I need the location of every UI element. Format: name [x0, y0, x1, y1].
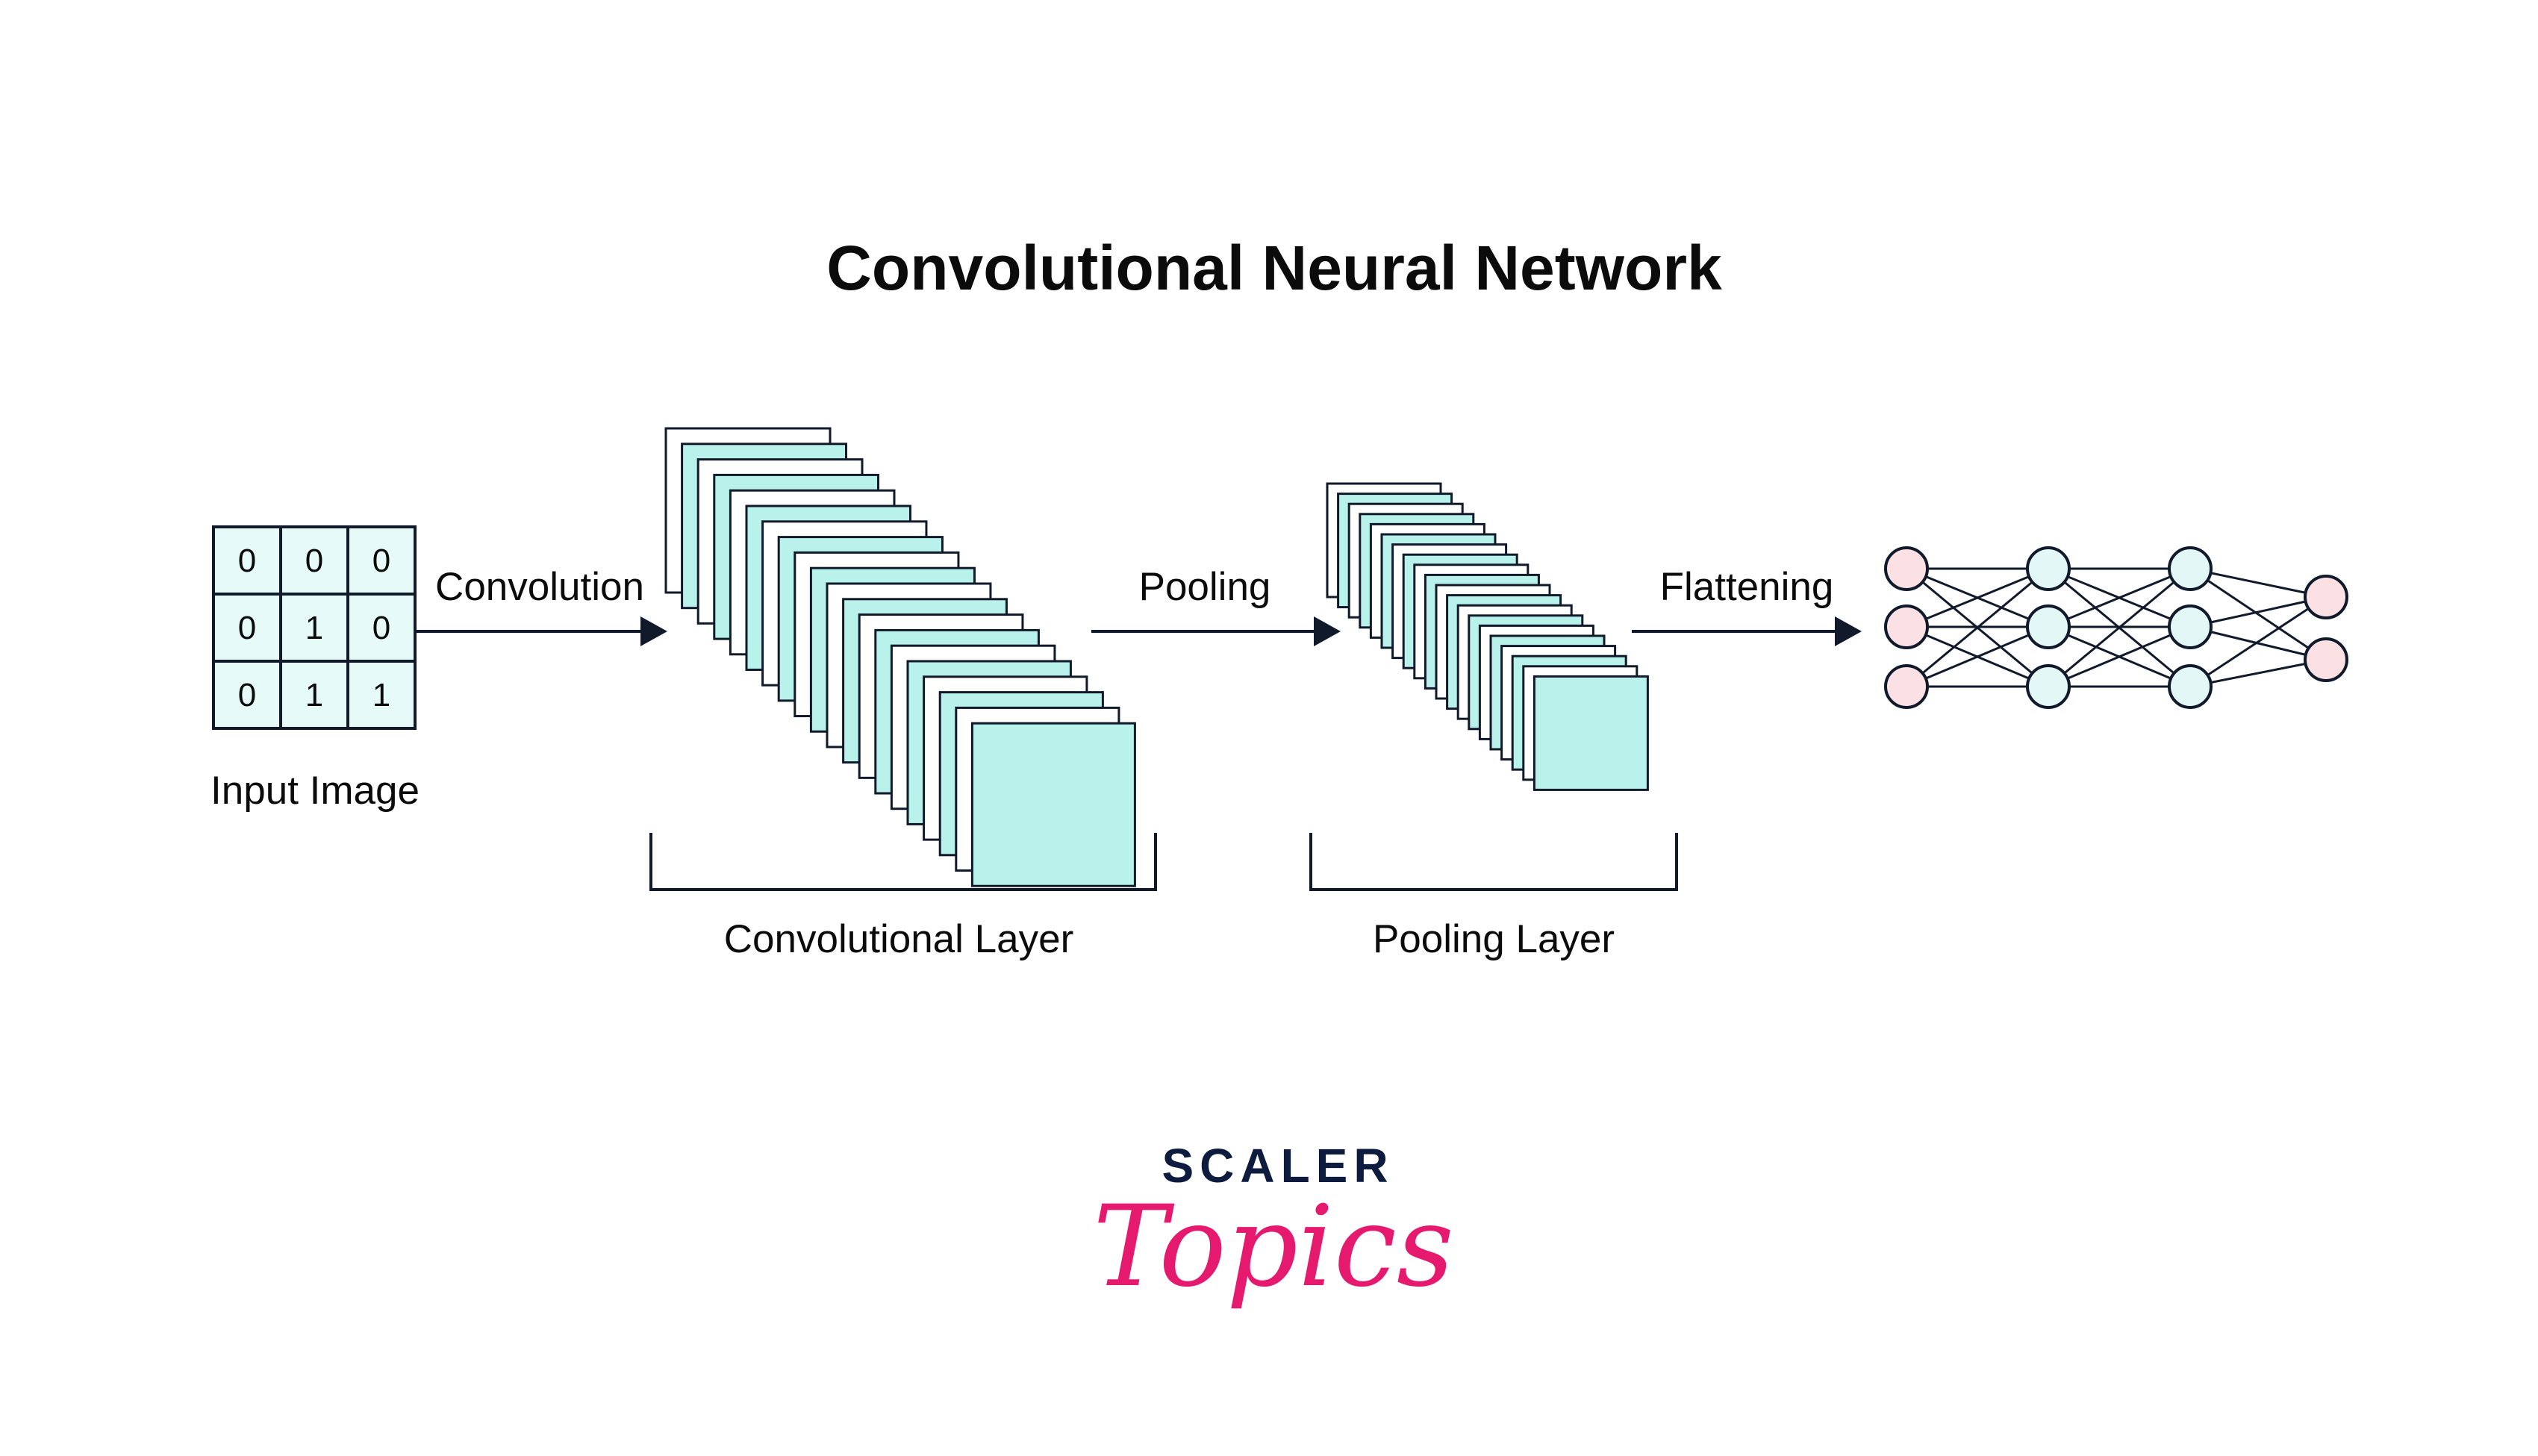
- network-connection: [2048, 567, 2191, 688]
- convolutional-layer-bracket-icon: [649, 833, 1157, 891]
- input-image-grid: 0 0 0 0 1 0 0 1 1: [212, 525, 417, 730]
- input-grid-cell: [212, 660, 282, 730]
- network-connection: [1906, 567, 2049, 628]
- output-neuron: [2304, 575, 2348, 619]
- convolutional-feature-maps: [664, 427, 1136, 887]
- input-grid-cell-value: 0: [238, 677, 256, 713]
- logo-scaler-text: SCALER: [1162, 1139, 1394, 1193]
- pooling-layer-label: Pooling Layer: [1373, 917, 1615, 961]
- flattening-arrowhead-icon: [1835, 616, 1862, 646]
- network-connection: [2189, 625, 2327, 661]
- network-connection: [2189, 567, 2327, 661]
- fully-connected-network: [1884, 546, 2348, 709]
- pooling-feature-maps: [1326, 482, 1649, 791]
- network-connection: [2048, 567, 2191, 628]
- convolution-arrowhead-icon: [640, 616, 667, 646]
- input-grid-cell-value: 1: [305, 610, 323, 646]
- input-grid-cell-value: 0: [238, 543, 256, 579]
- output-neuron: [2304, 637, 2348, 682]
- hidden-neuron: [2168, 546, 2213, 591]
- network-connection: [2189, 596, 2327, 688]
- hidden-neuron: [2026, 664, 2071, 709]
- input-neuron: [1884, 664, 1929, 709]
- network-connection: [2189, 596, 2327, 628]
- network-connection: [1906, 625, 2049, 688]
- input-grid-cell: [279, 660, 349, 730]
- logo-topics-text: Topics: [1093, 1182, 1454, 1312]
- input-neuron: [1884, 604, 1929, 649]
- hidden-neuron: [2026, 546, 2071, 591]
- input-grid-cell-value: 0: [305, 543, 323, 579]
- hidden-neuron: [2168, 664, 2213, 709]
- flattening-label: Flattening: [1660, 565, 1834, 609]
- hidden-neuron: [2168, 604, 2213, 649]
- input-grid-cell: [346, 593, 417, 663]
- pooling-label: Pooling: [1139, 565, 1271, 609]
- pooling-feature-map: [1533, 675, 1649, 791]
- pooling-arrowhead-icon: [1314, 616, 1341, 646]
- input-grid-cell-value: 0: [372, 610, 390, 646]
- diagram-title: Convolutional Neural Network: [826, 233, 1722, 303]
- pooling-layer-bracket-icon: [1309, 833, 1678, 891]
- network-connection: [2189, 658, 2327, 688]
- input-grid-cell-value: 1: [372, 677, 390, 713]
- convolutional-feature-map: [970, 722, 1136, 887]
- input-grid-cell-value: 0: [372, 543, 390, 579]
- network-connection: [2048, 625, 2191, 688]
- hidden-neuron: [2026, 604, 2071, 649]
- convolution-label: Convolution: [435, 565, 644, 609]
- network-connections: [1906, 567, 2327, 688]
- input-grid-cell: [346, 660, 417, 730]
- scaler-topics-logo: SCALER Topics: [1093, 1139, 1454, 1312]
- network-connection: [1906, 567, 2049, 688]
- input-grid-cell-value: 0: [238, 610, 256, 646]
- network-connection: [2189, 567, 2327, 599]
- convolutional-layer-label: Convolutional Layer: [724, 917, 1073, 961]
- input-grid-cell-value: 1: [305, 677, 323, 713]
- input-neuron: [1884, 546, 1929, 591]
- input-image-label: Input Image: [211, 769, 420, 813]
